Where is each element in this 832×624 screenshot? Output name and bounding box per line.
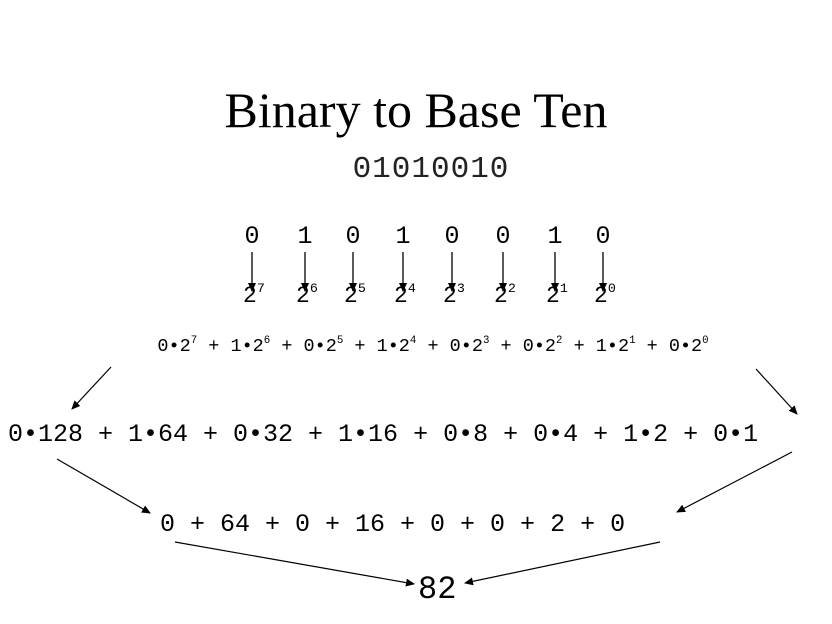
binary-number: 01010010 <box>352 152 510 187</box>
power-term: 0•23 <box>449 334 490 357</box>
bit-digit: 0 <box>444 222 460 251</box>
sum-row: 0 + 64 + 0 + 16 + 0 + 0 + 2 + 0 <box>160 510 626 539</box>
diagram-title: Binary to Base Ten <box>224 82 608 138</box>
arrow-row1-to-row2-left <box>71 366 112 410</box>
bit-to-power-arrows <box>248 252 607 292</box>
bit-digit: 0 <box>595 222 611 251</box>
power-term: 0•25 <box>303 334 344 357</box>
bit-digit: 0 <box>244 222 260 251</box>
bit-digit: 1 <box>395 222 411 251</box>
arrow-row2-to-row3-right <box>676 451 793 513</box>
power-term: 0•22 <box>522 334 563 357</box>
plus-operator: + <box>343 336 377 357</box>
plus-operator: + <box>635 336 669 357</box>
power-term: 0•20 <box>668 334 709 357</box>
arrow-row1-to-row2-right <box>755 368 798 415</box>
plus-operator: + <box>197 336 231 357</box>
bit-digit: 1 <box>297 222 313 251</box>
expanded-values-row: 0•128 + 1•64 + 0•32 + 1•16 + 0•8 + 0•4 +… <box>8 420 759 449</box>
bit-digit: 0 <box>495 222 511 251</box>
plus-operator: + <box>270 336 304 357</box>
plus-operator: + <box>416 336 450 357</box>
power-term: 1•21 <box>595 334 636 357</box>
bit-digit: 0 <box>345 222 361 251</box>
bit-digit: 1 <box>547 222 563 251</box>
plus-operator: + <box>489 336 523 357</box>
arrow-row3-to-result-right <box>464 541 661 586</box>
power-term: 1•24 <box>376 334 417 357</box>
arrow-row3-to-result-left <box>174 541 415 587</box>
plus-operator: + <box>562 336 596 357</box>
power-expansion-row: 0•27 + 1•26 + 0•25 + 1•24 + 0•23 + 0•22 … <box>0 336 832 357</box>
power-term: 0•27 <box>157 334 198 357</box>
arrow-row2-to-row3-left <box>56 458 151 514</box>
power-term: 1•26 <box>230 334 271 357</box>
result-value: 82 <box>418 571 457 608</box>
